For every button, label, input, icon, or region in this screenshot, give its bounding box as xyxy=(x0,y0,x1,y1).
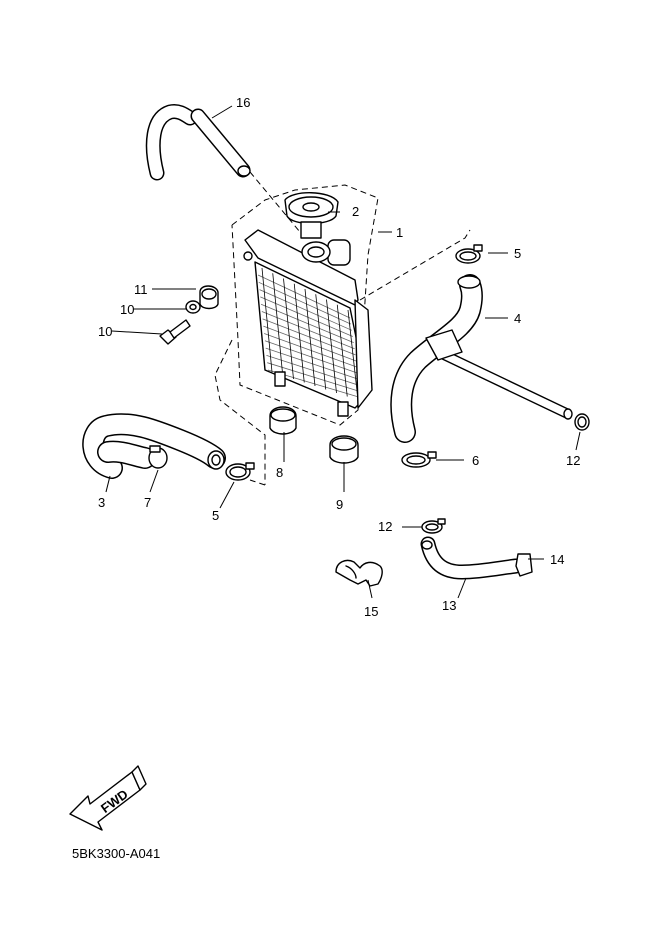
fin-cross-line xyxy=(262,318,356,356)
fin-line xyxy=(261,267,273,373)
leader-lines xyxy=(105,105,581,599)
callout-10b: 9 xyxy=(336,497,343,512)
clamp-6 xyxy=(401,451,437,468)
fin-cross-line xyxy=(261,311,355,350)
fin-cross-line xyxy=(257,274,351,319)
radiator-1 xyxy=(243,229,373,417)
hose-4 xyxy=(390,274,573,443)
callout-2: 2 xyxy=(352,204,359,219)
fwd-arrow-icon: FWD xyxy=(69,765,147,831)
grommet-10b xyxy=(329,435,359,464)
fin-cross-line xyxy=(267,362,362,393)
clamp-7 xyxy=(148,445,168,469)
hose-15 xyxy=(145,104,251,181)
callout-8: 10 xyxy=(98,324,112,339)
callout-14: 14 xyxy=(550,552,564,567)
callout-10a: 8 xyxy=(276,465,283,480)
holder-16 xyxy=(335,559,383,587)
fin-cross-line xyxy=(266,355,361,387)
callout-11: 11 xyxy=(134,282,148,297)
fin-cross-line xyxy=(260,303,354,343)
callout-13: 13 xyxy=(442,598,456,613)
callout-4: 4 xyxy=(514,311,521,326)
callout-5-upper: 5 xyxy=(514,246,521,261)
hose-3 xyxy=(82,413,226,479)
callout-labels: 16 2 1 5 4 11 10 10 6 12 3 7 5 8 9 12 13… xyxy=(98,95,580,619)
grommet-11 xyxy=(199,285,219,310)
callout-7: 7 xyxy=(144,495,151,510)
clip-14 xyxy=(515,553,533,577)
callout-12-lower: 12 xyxy=(378,519,392,534)
fin-cross-line xyxy=(259,289,353,331)
radiator-fins xyxy=(257,267,363,401)
diagram-code: 5BK3300-A041 xyxy=(72,846,160,861)
callout-16: 15 xyxy=(364,604,378,619)
callout-3: 3 xyxy=(98,495,105,510)
callout-1: 1 xyxy=(396,225,403,240)
fin-cross-line xyxy=(260,296,353,337)
callout-12-right: 12 xyxy=(566,453,580,468)
callout-6: 6 xyxy=(472,453,479,468)
washer-9 xyxy=(185,300,201,314)
fin-cross-line xyxy=(264,333,358,368)
clamp-5-lower xyxy=(225,462,255,481)
clamp-12-lower xyxy=(421,518,446,534)
fin-cross-line xyxy=(263,325,357,362)
callout-15: 16 xyxy=(236,95,250,110)
radiator-cap-2 xyxy=(284,192,339,239)
grommet-10a xyxy=(269,406,297,435)
bolt-8 xyxy=(159,319,191,345)
clamp-5-upper xyxy=(455,244,483,264)
fin-cross-line xyxy=(258,281,352,325)
clamp-12-right xyxy=(574,413,590,431)
fin-cross-line xyxy=(265,347,360,380)
callout-9: 10 xyxy=(120,302,134,317)
callout-5-lower: 5 xyxy=(212,508,219,523)
fin-cross-line xyxy=(264,340,359,374)
hose-13 xyxy=(420,536,524,580)
fin-line xyxy=(347,309,359,401)
